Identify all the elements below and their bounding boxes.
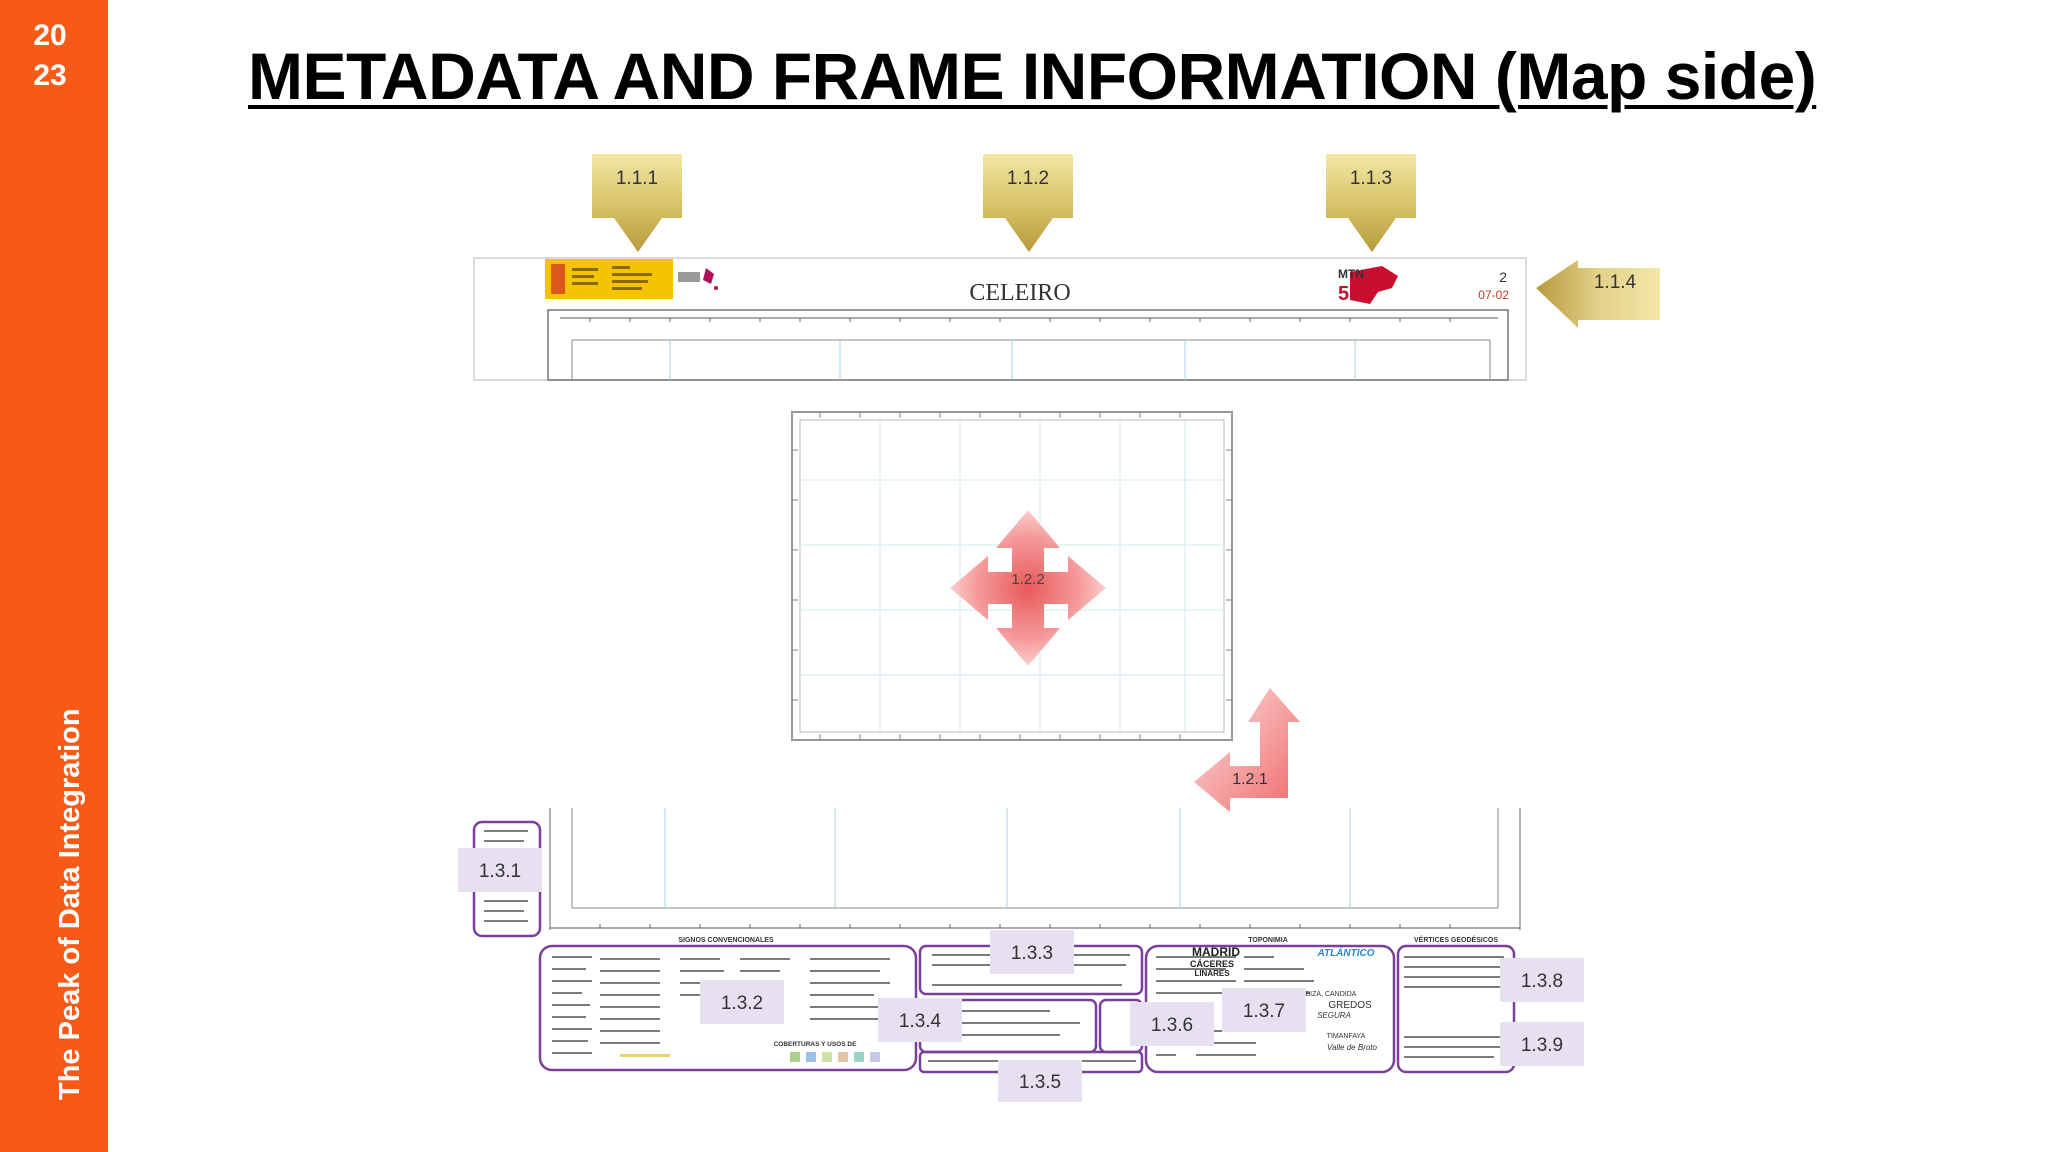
svg-text:SEGURA: SEGURA <box>1317 1011 1351 1020</box>
svg-text:1.3.7: 1.3.7 <box>1243 1001 1285 1022</box>
ign-logo <box>678 268 718 290</box>
callout-1-3-8: 1.3.8 <box>1500 958 1584 1002</box>
sheet-number: 2 <box>1499 269 1507 285</box>
svg-text:Valle de Broto: Valle de Broto <box>1327 1043 1378 1052</box>
mtn-logo-scale: 50 <box>1338 283 1360 305</box>
callout-1-3-9: 1.3.9 <box>1500 1022 1584 1066</box>
svg-text:1.3.8: 1.3.8 <box>1521 971 1563 992</box>
svg-text:CÁCERES: CÁCERES <box>1190 959 1234 969</box>
callout-1-3-2: 1.3.2 <box>700 980 784 1024</box>
mtn-logo-text: MTN <box>1338 267 1364 281</box>
legend-heading-vertices: VÉRTICES GEODÉSICOS <box>1414 935 1498 944</box>
svg-text:1.3.9: 1.3.9 <box>1521 1035 1563 1056</box>
svg-text:1.3.2: 1.3.2 <box>721 993 763 1014</box>
svg-text:ATLÁNTICO: ATLÁNTICO <box>1316 946 1374 959</box>
svg-text:1.1.2: 1.1.2 <box>1007 168 1049 189</box>
legend-box-1-3-8-9 <box>1396 944 1516 1074</box>
year-badge: 20 23 <box>0 16 100 96</box>
sidebar: 20 23 The Peak of Data Integration <box>0 0 108 1152</box>
callout-1-3-6: 1.3.6 <box>1130 1002 1214 1046</box>
callout-1-3-7: 1.3.7 <box>1222 988 1306 1032</box>
svg-text:IBIZA, CANDIDA: IBIZA, CANDIDA <box>1304 991 1357 998</box>
svg-text:1.3.1: 1.3.1 <box>479 861 521 882</box>
legend-heading-coberturas: COBERTURAS Y USOS DE <box>774 1041 857 1048</box>
callout-1-1-2: 1.1.2 <box>983 154 1073 252</box>
svg-text:1.2.2: 1.2.2 <box>1011 571 1044 588</box>
map-header-strip: CELEIRO MTN 50 2 07-02 <box>473 257 1527 381</box>
legend-heading-toponimia: TOPONIMIA <box>1248 937 1288 944</box>
callout-1-2-1: 1.2.1 <box>1194 688 1300 812</box>
svg-text:1.1.3: 1.1.3 <box>1350 168 1392 189</box>
callout-1-3-5: 1.3.5 <box>998 1060 1082 1102</box>
government-logo <box>545 259 673 299</box>
svg-text:1.1.1: 1.1.1 <box>616 168 658 189</box>
callout-1-3-4: 1.3.4 <box>878 998 962 1042</box>
svg-text:1.3.3: 1.3.3 <box>1011 943 1053 964</box>
legend-heading-signos: SIGNOS CONVENCIONALES <box>678 937 774 944</box>
slide-title: METADATA AND FRAME INFORMATION (Map side… <box>248 39 1817 113</box>
svg-text:1.3.5: 1.3.5 <box>1019 1072 1061 1093</box>
year-top: 20 <box>33 19 67 52</box>
svg-text:TIMANFAYA: TIMANFAYA <box>1327 1033 1366 1040</box>
svg-text:1.2.1: 1.2.1 <box>1232 771 1268 788</box>
callout-1-3-1: 1.3.1 <box>458 848 542 892</box>
sheet-code: 07-02 <box>1478 288 1509 302</box>
callout-1-1-4: 1.1.4 <box>1536 260 1660 328</box>
svg-text:GREDOS: GREDOS <box>1328 1000 1372 1011</box>
svg-text:1.3.6: 1.3.6 <box>1151 1015 1193 1036</box>
callout-1-2-2: 1.2.2 <box>950 510 1106 666</box>
svg-text:1.1.4: 1.1.4 <box>1594 272 1637 293</box>
toponymy-samples: MADRID CÁCERES LINARES ATLÁNTICO GREDOS … <box>1190 945 1378 1052</box>
callout-1-3-3: 1.3.3 <box>990 930 1074 974</box>
callout-1-1-3: 1.1.3 <box>1326 154 1416 252</box>
callout-1-1-1: 1.1.1 <box>592 154 682 252</box>
sheet-name: CELEIRO <box>969 280 1070 306</box>
svg-text:1.3.4: 1.3.4 <box>899 1011 942 1032</box>
map-lower-strip <box>549 808 1521 930</box>
mtn50-logo: MTN 50 <box>1338 266 1398 305</box>
svg-text:LINARES: LINARES <box>1194 969 1230 978</box>
svg-text:MADRID: MADRID <box>1192 945 1240 959</box>
year-bottom: 23 <box>33 59 67 92</box>
